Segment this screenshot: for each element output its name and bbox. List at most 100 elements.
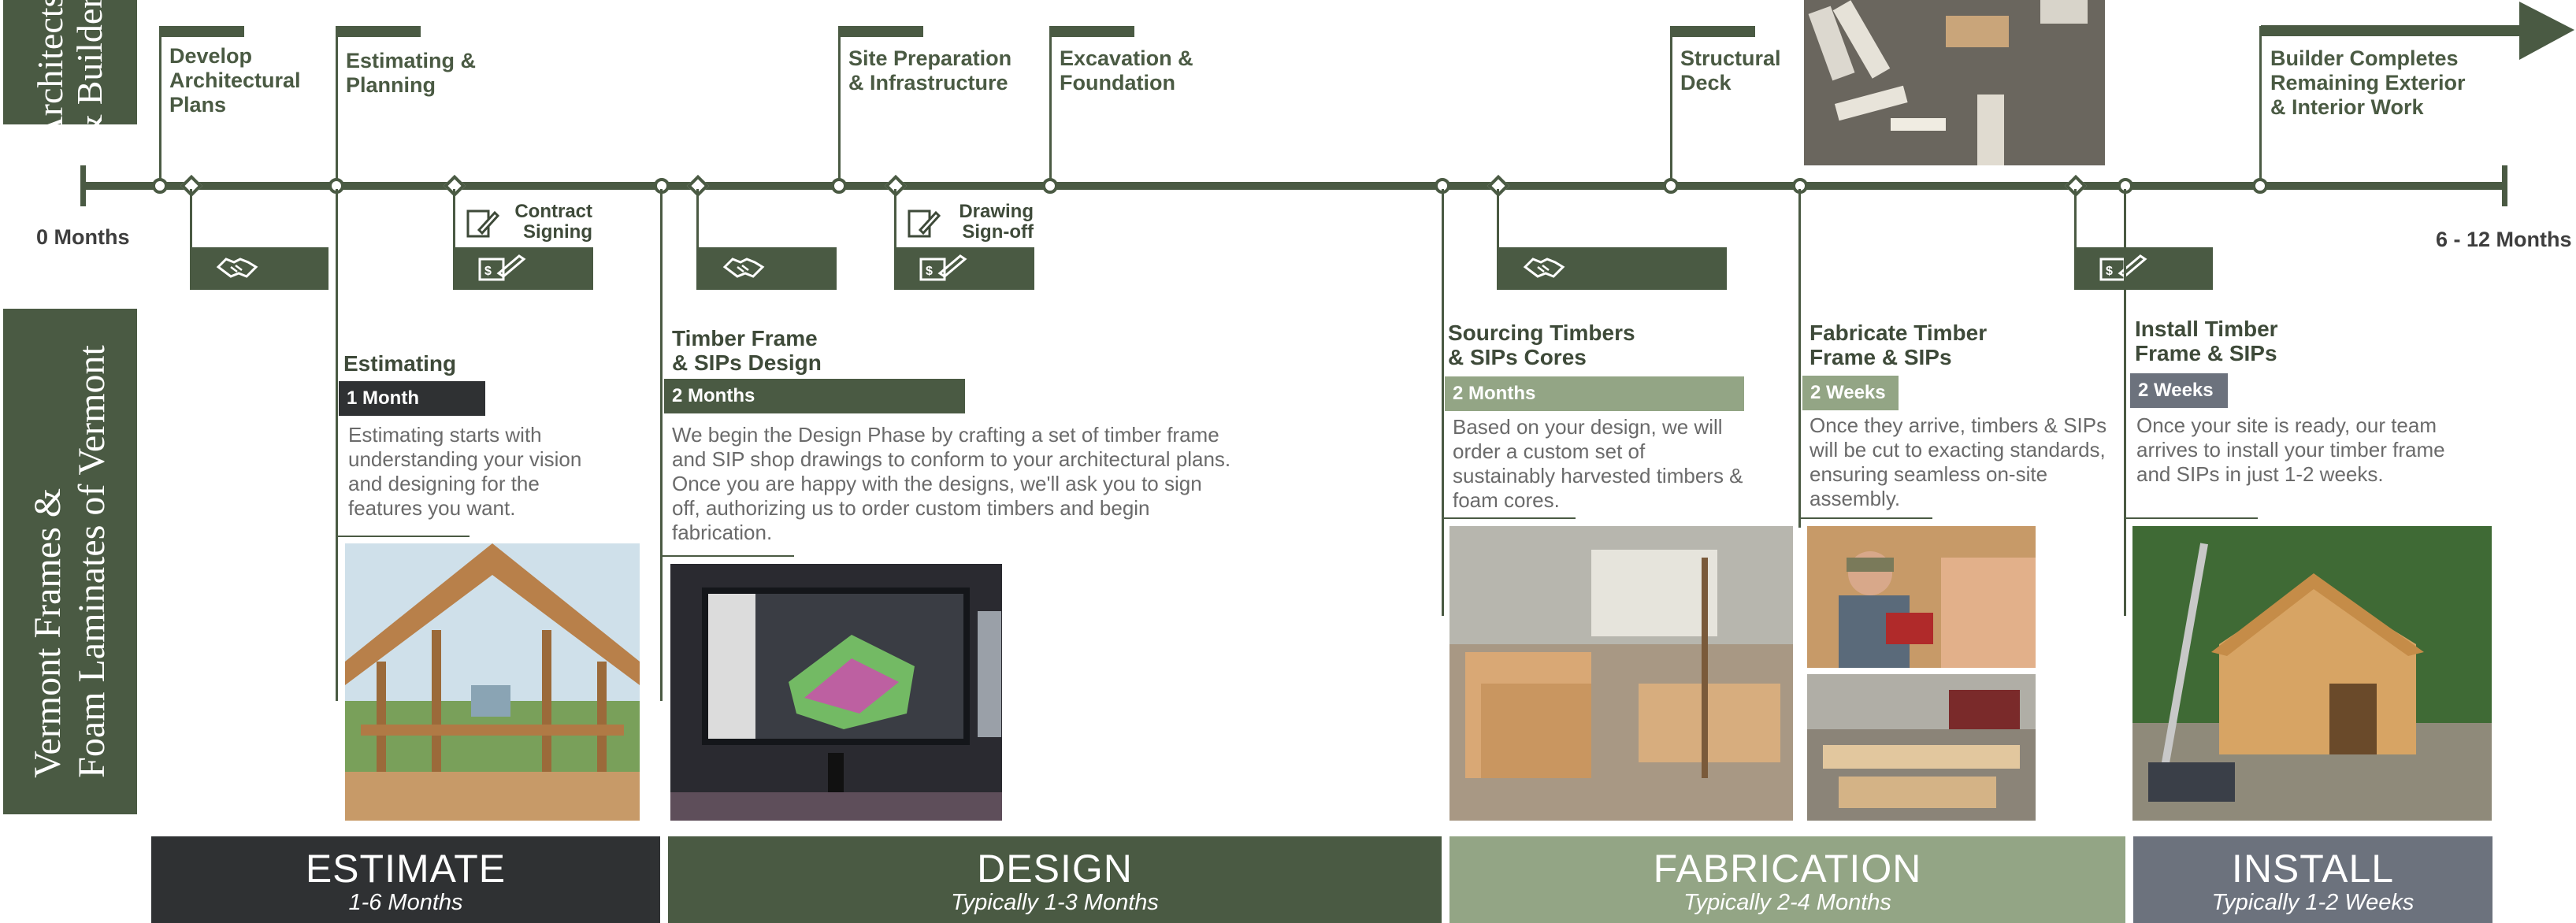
invoice-icon: $ — [458, 232, 527, 305]
timeline-axis — [82, 182, 2507, 190]
phase-install: INSTALL Typically 1-2 Weeks — [2133, 836, 2492, 923]
badge-stem — [190, 189, 192, 249]
desc-underline — [1798, 517, 1932, 519]
timber-frame-photo — [345, 543, 640, 821]
milestone-line-builder — [2259, 26, 2262, 183]
duration-design: 2 Months — [664, 379, 965, 413]
duration-sourcing: 2 Months — [1445, 376, 1744, 411]
cad-monitor-photo — [670, 564, 1002, 821]
handshake-icon — [701, 234, 766, 303]
pen-signature-icon — [465, 206, 500, 245]
phase-subtitle: Typically 1-3 Months — [951, 890, 1159, 915]
phase-name: DESIGN — [977, 847, 1133, 891]
step-title-install: Install Timber Frame & SIPs — [2135, 317, 2278, 365]
phase-subtitle: 1-6 Months — [348, 890, 463, 915]
svg-text:$: $ — [484, 265, 492, 278]
step-line-design — [660, 189, 663, 701]
project-consult-badge: Project Consult — [190, 247, 328, 326]
signoff-stem — [894, 189, 896, 247]
timeline-node — [1663, 178, 1679, 194]
desc-install: Once your site is ready, our team arrive… — [2136, 413, 2445, 486]
install-site-photo — [2132, 526, 2492, 821]
desc-underline — [660, 555, 794, 557]
desc-estimating: Estimating starts with understanding you… — [348, 423, 582, 520]
step-title-estimating: Estimating — [343, 351, 457, 376]
cutting-timber-photo — [1807, 526, 2036, 668]
cutting-fee-badge: $ Cutting Fee — [894, 247, 1034, 326]
milestone-flag-deck — [1670, 26, 1755, 37]
desc-sourcing: Based on your design, we will order a cu… — [1453, 415, 1743, 512]
project-consult-label: Project Consult — [256, 287, 324, 327]
balance-due-badge: $ Balance Due — [2074, 247, 2213, 326]
milestone-line-excavation — [1049, 26, 1052, 183]
side-label-top: Architects & Builders — [30, 0, 109, 143]
phase-name: ESTIMATE — [305, 847, 507, 891]
design-meeting-label: Design Meeting — [763, 287, 832, 327]
design-meeting-badge: Design Meeting — [696, 247, 837, 326]
desc-design: We begin the Design Phase by crafting a … — [672, 423, 1231, 544]
desc-underline — [2124, 517, 2258, 519]
fabrication-shop-photo — [1807, 674, 2036, 821]
duration-estimating: 1 Month — [339, 381, 485, 416]
phase-name: FABRICATION — [1653, 847, 1922, 891]
step-line-install — [2124, 189, 2126, 616]
milestone-line-arch — [159, 26, 161, 183]
handshake-icon — [195, 234, 259, 303]
milestone-flag-site — [838, 26, 923, 37]
milestone-builder-completes: Builder Completes Remaining Exterior & I… — [2270, 46, 2466, 119]
milestone-flag-excavation — [1049, 26, 1134, 37]
step-title-design: Timber Frame & SIPs Design — [672, 326, 822, 375]
pre-construction-meeting-badge: Pre-Construction Meeting — [1497, 247, 1727, 326]
pre-construction-meeting-label: Pre-Construction Meeting — [1574, 287, 1722, 327]
badge-stem — [696, 189, 699, 249]
desc-fabricate: Once they arrive, timbers & SIPs will be… — [1810, 413, 2107, 510]
site-aerial-photo — [1804, 0, 2105, 165]
side-band-top: Architects & Builders — [3, 0, 137, 143]
side-label-bottom: Vermont Frames & Foam Laminates of Vermo… — [27, 345, 113, 778]
milestone-line-estimating — [336, 26, 338, 183]
milestone-line-site — [838, 26, 841, 183]
duration-install: 2 Weeks — [2130, 373, 2228, 408]
step-line-fabricate — [1798, 189, 1801, 528]
desc-underline — [1442, 517, 1576, 519]
svg-text:$: $ — [926, 265, 933, 278]
contract-signing-label: Contract Signing — [514, 201, 592, 243]
milestone-estimating-planning: Estimating & Planning — [346, 49, 477, 97]
phase-name: INSTALL — [2231, 847, 2395, 891]
milestone-line-deck — [1670, 26, 1672, 183]
balance-due-label: Balance Due — [2138, 287, 2208, 327]
timeline-top-arrow — [2261, 25, 2529, 36]
milestone-flag-arch — [159, 26, 244, 37]
design-fee-label: Design Fee — [528, 287, 588, 327]
signoff-stem — [453, 189, 455, 247]
timeline-node — [831, 178, 847, 194]
cutting-fee-label: Cutting Fee — [966, 287, 1030, 327]
phase-subtitle: Typically 2-4 Months — [1683, 890, 1891, 915]
milestone-site-prep: Site Preparation & Infrastructure — [848, 46, 1012, 95]
start-month-label: 0 Months — [36, 225, 130, 249]
side-band-bottom: Vermont Frames & Foam Laminates of Vermo… — [3, 309, 137, 814]
desc-underline — [336, 536, 470, 537]
svg-text:$: $ — [2106, 265, 2113, 278]
drawing-signoff-label: Drawing Sign-off — [959, 201, 1034, 243]
timeline-node — [2252, 178, 2268, 194]
phase-estimate: ESTIMATE 1-6 Months — [151, 836, 660, 923]
timeline-end-cap — [2502, 165, 2507, 206]
handshake-icon — [1501, 234, 1566, 303]
milestone-structural-deck: Structural Deck — [1680, 46, 1781, 95]
phase-fabrication: FABRICATION Typically 2-4 Months — [1449, 836, 2125, 923]
design-fee-badge: $ Design Fee — [453, 247, 593, 326]
timeline-start-cap — [80, 165, 86, 206]
invoice-icon: $ — [2079, 232, 2148, 305]
phase-design: DESIGN Typically 1-3 Months — [668, 836, 1442, 923]
invoice-icon: $ — [899, 232, 968, 305]
timber-yard-photo — [1449, 526, 1793, 821]
milestone-excavation: Excavation & Foundation — [1060, 46, 1193, 95]
badge-stem — [2074, 189, 2077, 249]
milestone-flag-estimating — [336, 26, 421, 37]
step-title-sourcing: Sourcing Timbers & SIPs Cores — [1448, 321, 1635, 369]
step-line-sourcing — [1442, 189, 1444, 616]
timeline-arrow-head — [2519, 2, 2574, 60]
badge-stem — [1497, 189, 1499, 249]
phase-subtitle: Typically 1-2 Weeks — [2211, 890, 2415, 915]
